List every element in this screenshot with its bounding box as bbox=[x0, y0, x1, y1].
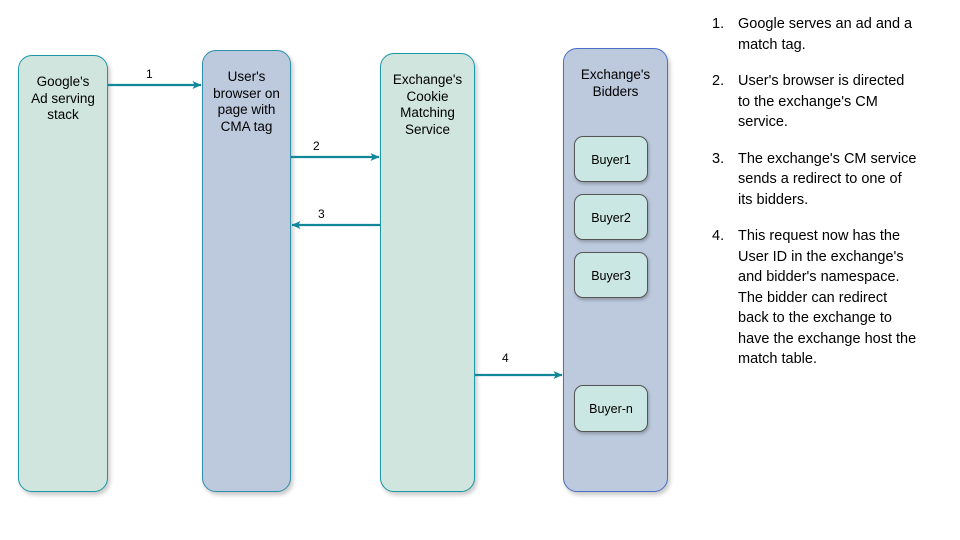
buyer-box-buyern[interactable]: Buyer-n bbox=[574, 385, 648, 432]
arrow-2-label: 2 bbox=[313, 139, 320, 153]
buyer-box-buyer1[interactable]: Buyer1 bbox=[574, 136, 648, 182]
steps-list: 1. Google serves an ad and a match tag. … bbox=[700, 0, 960, 540]
step-number: 1. bbox=[712, 16, 725, 32]
step-number: 4. bbox=[712, 228, 725, 244]
arrow-1-label: 1 bbox=[146, 67, 153, 81]
buyer-label: Buyer3 bbox=[591, 269, 631, 283]
step-text: Google serves an ad and a match tag. bbox=[738, 16, 913, 53]
step-item: 1. Google serves an ad and a match tag. bbox=[700, 14, 960, 55]
step-number: 3. bbox=[712, 150, 725, 167]
step-text: This request now has the User ID in the … bbox=[738, 228, 917, 367]
buyer-label: Buyer2 bbox=[591, 211, 631, 225]
arrow-3-label: 3 bbox=[318, 207, 325, 221]
buyer-label: Buyer-n bbox=[589, 402, 633, 416]
step-number: 2. bbox=[712, 73, 725, 89]
step-text: The exchange's CM service sends a redire… bbox=[738, 150, 917, 208]
buyer-box-buyer3[interactable]: Buyer3 bbox=[574, 252, 648, 298]
step-item: 2. User's browser is directed to the exc… bbox=[700, 71, 960, 133]
step-item: 3. The exchange's CM service sends a red… bbox=[700, 149, 960, 211]
buyer-box-buyer2[interactable]: Buyer2 bbox=[574, 194, 648, 240]
arrow-4-label: 4 bbox=[502, 351, 509, 365]
step-text: User's browser is directed to the exchan… bbox=[738, 73, 905, 130]
buyer-label: Buyer1 bbox=[591, 153, 631, 167]
step-item: 4. This request now has the User ID in t… bbox=[700, 226, 960, 370]
